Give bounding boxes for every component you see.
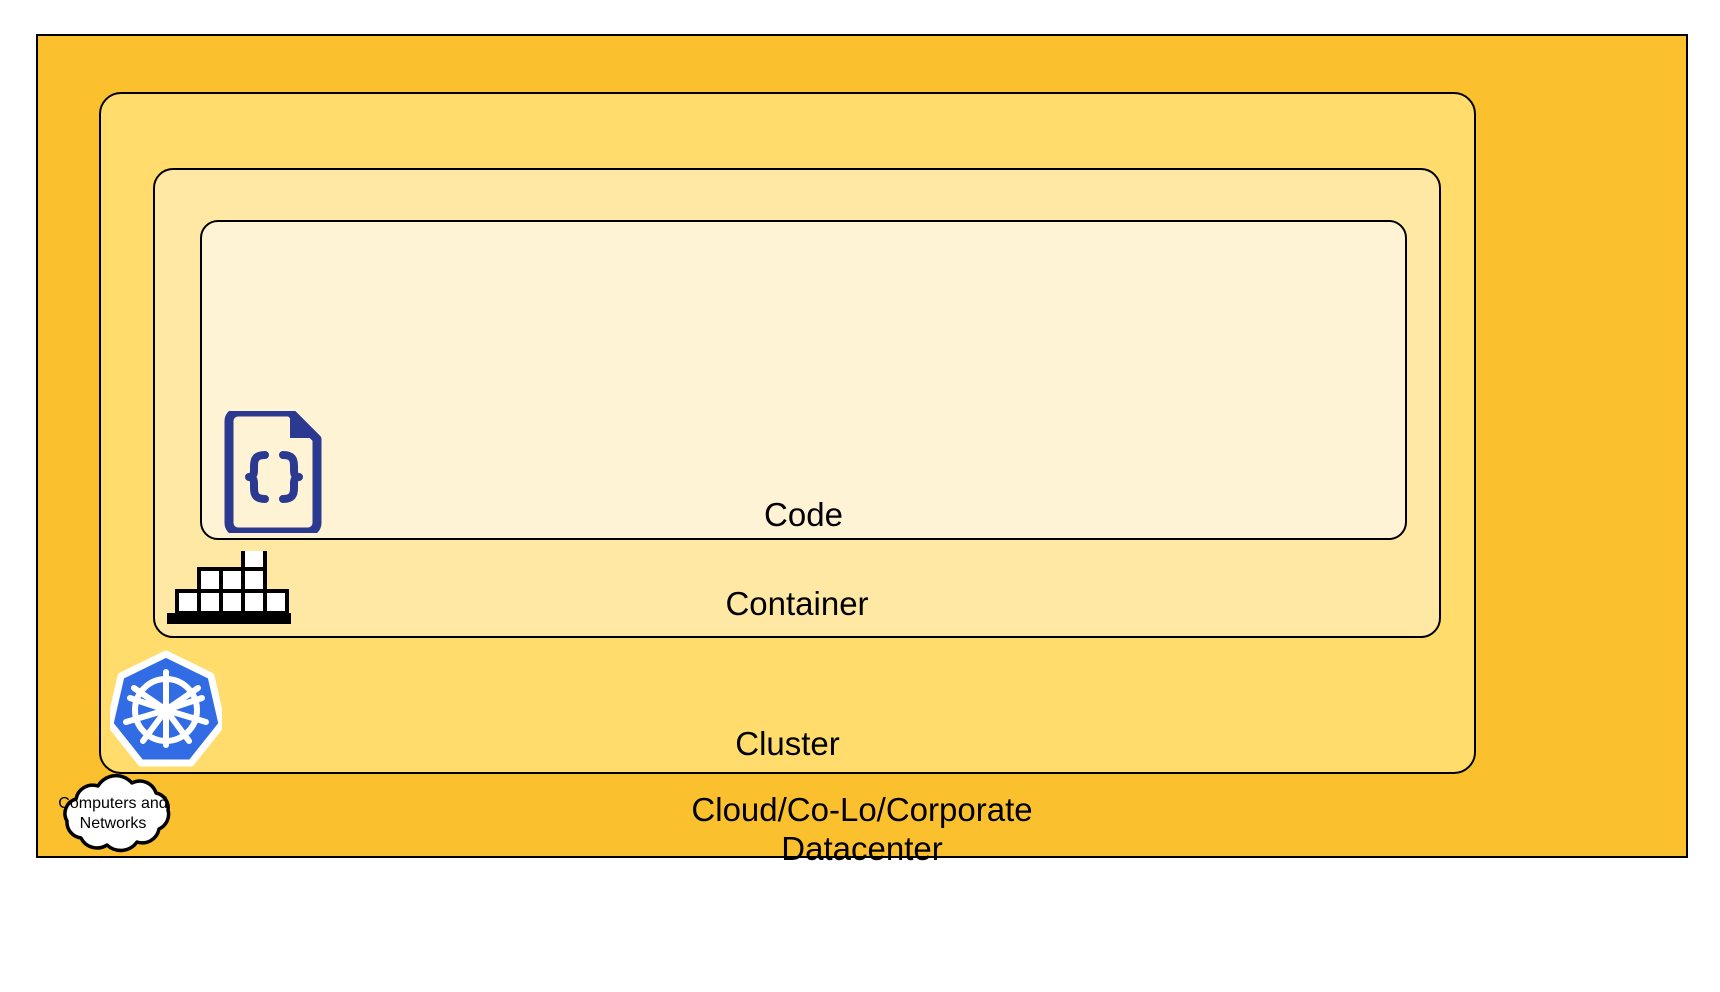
cloud-icon — [44, 773, 182, 863]
code-file-icon — [219, 407, 327, 537]
layer-label-code: Code — [764, 496, 843, 533]
layer-label-datacenter: Cloud/Co-Lo/Corporate Datacenter — [691, 791, 1033, 867]
kubernetes-icon — [106, 650, 226, 768]
layer-label-cluster: Cluster — [735, 725, 840, 762]
layer-label-container: Container — [725, 585, 869, 622]
container-blocks-icon — [167, 545, 291, 627]
layer-code[interactable] — [200, 220, 1407, 540]
